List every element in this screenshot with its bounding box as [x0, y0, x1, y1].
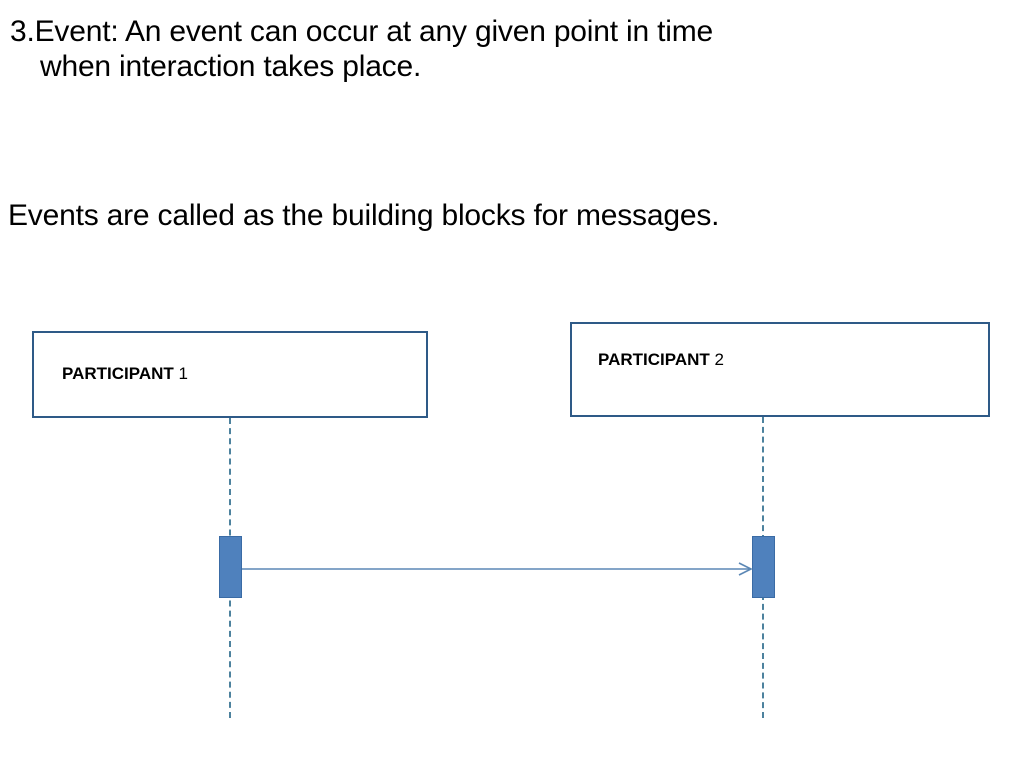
participant-name-2: PARTICIPANT: [598, 350, 710, 369]
body-paragraph: Events are called as the building blocks…: [8, 199, 720, 232]
participant-box-2: PARTICIPANT 2: [570, 322, 990, 417]
bullet-line-1: Event: An event can occur at any given p…: [34, 15, 714, 48]
bullet-paragraph: 3.Event: An event can occur at any given…: [10, 14, 1014, 85]
participant-label-1: PARTICIPANT 1: [34, 364, 188, 384]
participant-label-2: PARTICIPANT 2: [572, 350, 724, 370]
participant-number-2: 2: [709, 350, 724, 369]
participant-box-1: PARTICIPANT 1: [32, 331, 428, 418]
activation-bar-participant-2: [752, 536, 775, 598]
participant-number-1: 1: [173, 364, 188, 384]
bullet-number: 3.: [10, 15, 35, 48]
bullet-line-2: when interaction takes place.: [40, 50, 422, 84]
participant-name-1: PARTICIPANT: [62, 364, 174, 384]
activation-bar-participant-1: [219, 536, 242, 598]
message-arrow-icon: [242, 561, 754, 577]
